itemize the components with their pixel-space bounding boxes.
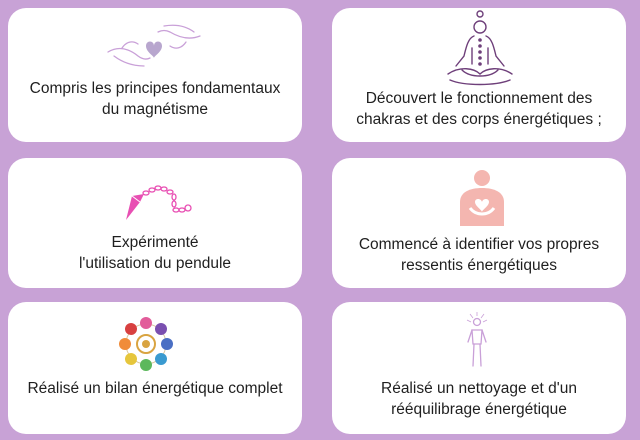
card-nettoyage: Réalisé un nettoyage et d'un rééquilibra… — [332, 302, 626, 434]
self-love-hug-icon — [452, 168, 512, 233]
card-ressentis: Commencé à identifier vos propres ressen… — [332, 158, 626, 288]
card-bilan: Réalisé un bilan énergétique complet — [8, 302, 302, 434]
energy-body-icon — [462, 310, 492, 375]
chakra-wheel-icon — [115, 316, 177, 377]
card-label: Réalisé un bilan énergétique complet — [27, 380, 283, 397]
card-chakras: Découvert le fonctionnement des chakras … — [332, 8, 626, 142]
pendulum-icon — [116, 180, 196, 233]
hands-heart-icon — [104, 22, 204, 79]
card-label: Compris les principes fondamentaux du ma… — [29, 80, 281, 118]
card-pendulum: Expérimenté l'utilisation du pendule — [8, 158, 302, 288]
card-magnetism: Compris les principes fondamentaux du ma… — [8, 8, 302, 142]
card-label: Expérimenté l'utilisation du pendule — [78, 234, 232, 272]
card-label: Réalisé un nettoyage et d'un rééquilibra… — [381, 380, 577, 418]
card-label: Commencé à identifier vos propres ressen… — [358, 236, 600, 274]
meditation-chakra-icon — [440, 8, 520, 93]
card-label: Découvert le fonctionnement des chakras … — [356, 90, 602, 128]
